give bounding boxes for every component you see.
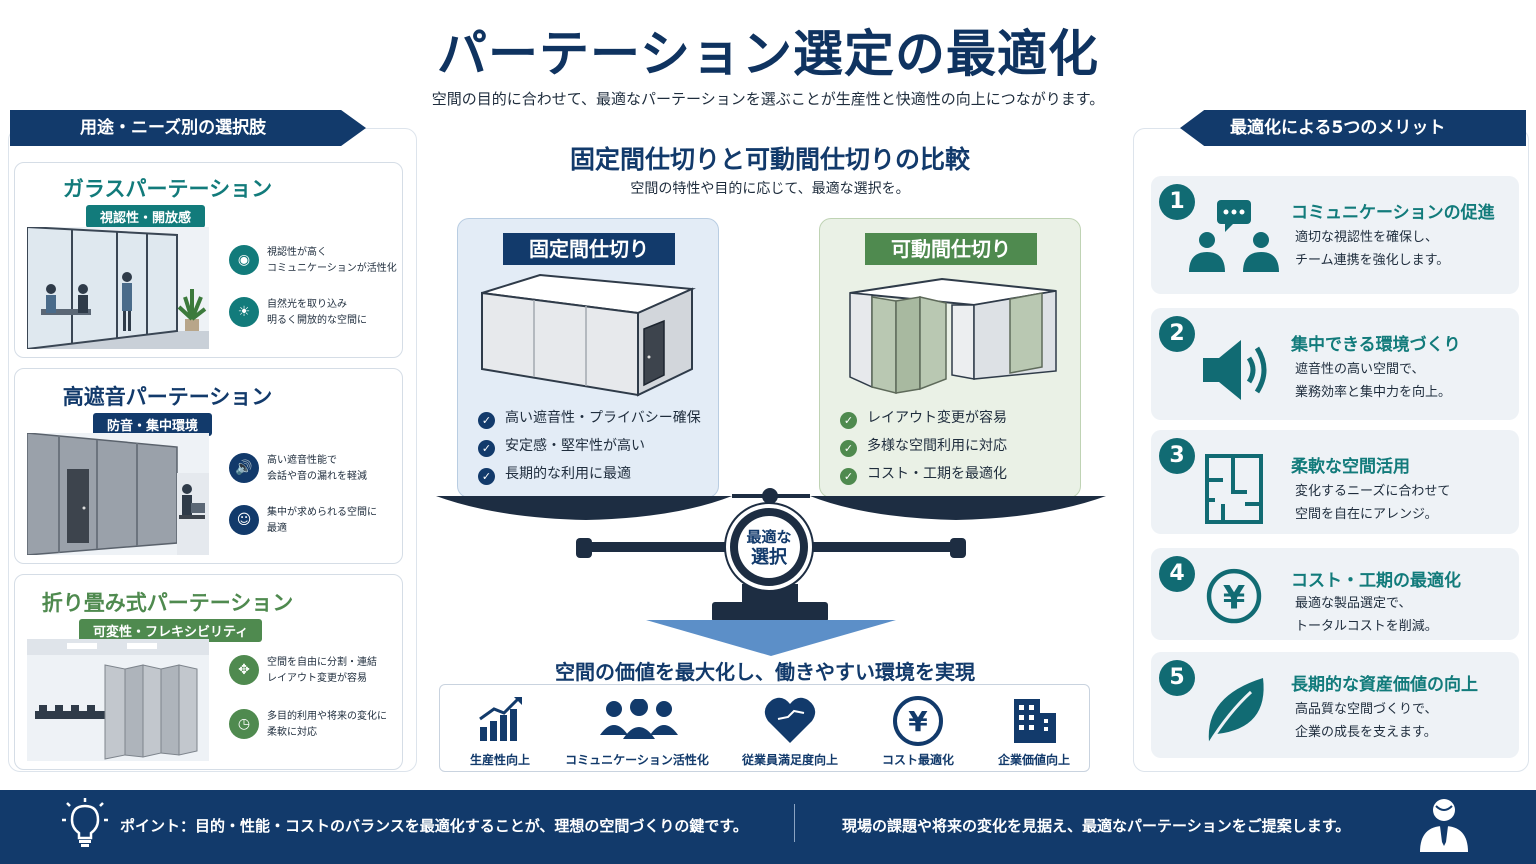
merit-title: 柔軟な空間活用 xyxy=(1291,457,1410,477)
heart-icon xyxy=(764,697,816,743)
card-title: ガラスパーテーション xyxy=(62,177,273,201)
merit-description: 遮音性の高い空間で、 業務効率と集中力を向上。 xyxy=(1295,362,1452,400)
chat-people-icon xyxy=(1189,200,1279,272)
merit-card: 2 集中できる環境づくり 遮音性の高い空間で、 業務効率と集中力を向上。 xyxy=(1151,308,1519,420)
merit-number: 1 xyxy=(1159,184,1195,220)
feature-item: ☺ 集中が求められる空間に 最適 xyxy=(229,505,399,537)
merit-card: 4 ¥ コスト・工期の最適化 最適な製品選定で、 トータルコストを削減。 xyxy=(1151,548,1519,640)
clock-icon: ◷ xyxy=(229,709,259,739)
movable-room-illustration xyxy=(849,277,1057,394)
card-tag: 視認性・開放感 xyxy=(86,205,206,228)
value-title: 空間の価値を最大化し、働きやすい環境を実現 xyxy=(555,660,975,684)
eye-icon: ◉ xyxy=(229,245,259,275)
card-tag: 可変性・フレキシビリティ xyxy=(79,619,263,642)
check-icon: ✓ xyxy=(840,412,857,429)
comparison-title: 固定間仕切りと可動間仕切りの比較 xyxy=(569,145,970,174)
floorplan-icon xyxy=(1205,454,1263,524)
feature-item: ☀ 自然光を取り込み 明るく開放的な空間に xyxy=(229,297,399,329)
footer-divider xyxy=(794,804,795,842)
check-item: ✓コスト・工期を最適化 xyxy=(840,463,1007,485)
feature-item: ◉ 視認性が高く コミュニケーションが活性化 xyxy=(229,245,399,277)
sun-icon: ☀ xyxy=(229,297,259,327)
merit-title: 集中できる環境づくり xyxy=(1291,335,1461,355)
fixed-partition-box: 固定間仕切り ✓高い遮音性・プライバシー確保 ✓安定感・堅牢性が高い ✓長期的な… xyxy=(457,218,719,498)
speaker-icon: 🔊 xyxy=(229,453,259,483)
fixed-room-illustration xyxy=(481,273,696,397)
footer-proposal-text: 現場の課題や将来の変化を見据え、最適なパーテーションをご提案します。 xyxy=(842,817,1351,835)
merit-number: 2 xyxy=(1159,316,1195,352)
merit-card: 5 長期的な資産価値の向上 高品質な空間づくりで、 企業の成長を支えます。 xyxy=(1151,652,1519,758)
soundproof-wall-illustration xyxy=(27,433,209,555)
check-icon: ✓ xyxy=(840,440,857,457)
lightbulb-icon xyxy=(62,798,108,847)
feature-item: ◷ 多目的利用や将来の変化に 柔軟に対応 xyxy=(229,709,399,741)
svg-text:¥: ¥ xyxy=(1223,579,1245,617)
move-arrows-icon: ✥ xyxy=(229,655,259,685)
feature-item: 🔊 高い遮音性能で 会話や音の漏れを軽減 xyxy=(229,453,399,485)
merit-title: 長期的な資産価値の向上 xyxy=(1291,675,1478,695)
fixed-heading: 固定間仕切り xyxy=(503,233,675,265)
folding-partition-illustration xyxy=(27,639,209,761)
feature-item: ✥ 空間を自由に分割・連結 レイアウト変更が容易 xyxy=(229,655,399,687)
merit-description: 適切な視認性を確保し、 チーム連携を強化します。 xyxy=(1295,230,1450,268)
soundproof-partition-card: 高遮音パーテーション 防音・集中環境 🔊 高い遮音性能で 会話や音の漏れを軽減 … xyxy=(14,368,403,564)
merit-card: 1 コミュニケーションの促進 適切な視認性を確保し、 チーム連携を強化します。 xyxy=(1151,176,1519,294)
people-icon xyxy=(600,699,678,739)
growth-chart-icon xyxy=(479,697,522,741)
building-icon xyxy=(1014,699,1056,743)
merit-title: コミュニケーションの促進 xyxy=(1291,203,1495,223)
page-title: パーテーション選定の最適化 xyxy=(437,25,1099,83)
movable-heading: 可動間仕切り xyxy=(865,233,1037,265)
folding-partition-card: 折り畳み式パーテーション 可変性・フレキシビリティ ✥ 空間を自由に分割・連結 … xyxy=(14,574,403,770)
right-section-heading: 最適化による5つのメリット xyxy=(1180,110,1526,146)
value-item: ¥ コスト最適化 xyxy=(868,685,968,773)
comparison-subtitle: 空間の特性や目的に応じて、最適な選択を。 xyxy=(630,181,910,197)
merit-number: 3 xyxy=(1159,438,1195,474)
card-tag: 防音・集中環境 xyxy=(93,413,213,436)
glass-office-illustration xyxy=(27,227,209,349)
check-item: ✓高い遮音性・プライバシー確保 xyxy=(478,407,701,429)
check-item: ✓多様な空間利用に対応 xyxy=(840,435,1007,457)
card-title: 高遮音パーテーション xyxy=(62,385,273,409)
check-icon: ✓ xyxy=(478,412,495,429)
check-item: ✓長期的な利用に最適 xyxy=(478,463,631,485)
leaf-icon xyxy=(1207,678,1264,745)
value-item: コミュニケーション活性化 xyxy=(562,685,712,773)
consultant-icon xyxy=(1420,799,1468,852)
check-item: ✓レイアウト変更が容易 xyxy=(840,407,1007,429)
check-item: ✓安定感・堅牢性が高い xyxy=(478,435,645,457)
merit-title: コスト・工期の最適化 xyxy=(1291,571,1461,591)
person-focus-icon: ☺ xyxy=(229,505,259,535)
speaker-icon xyxy=(1203,340,1267,400)
check-icon: ✓ xyxy=(478,468,495,485)
value-icons-box: 生産性向上 コミュニケーション活性化 従業員満足度向上 ¥ コスト最適化 xyxy=(439,684,1090,772)
merit-number: 4 xyxy=(1159,556,1195,592)
check-icon: ✓ xyxy=(478,440,495,457)
footer-point-text: ポイント：目的・性能・コストのバランスを最適化することが、理想の空間づくりの鍵で… xyxy=(120,817,748,835)
scale-center-label: 最適な 選択 xyxy=(738,516,800,578)
merit-description: 変化するニーズに合わせて 空間を自在にアレンジ。 xyxy=(1295,484,1451,522)
value-item: 従業員満足度向上 xyxy=(730,685,850,773)
merit-description: 最適な製品選定で、 トータルコストを削減。 xyxy=(1295,596,1438,634)
yen-icon: ¥ xyxy=(1206,568,1262,624)
movable-partition-box: 可動間仕切り ✓レイアウト変更が容易 ✓多様な空間利用に対応 ✓コスト・工期を最… xyxy=(819,218,1081,498)
glass-partition-card: ガラスパーテーション 視認性・開放感 ◉ 視認性が高く コミュニケーションが活性… xyxy=(14,162,403,358)
left-section-heading: 用途・ニーズ別の選択肢 xyxy=(10,110,366,146)
value-item: 生産性向上 xyxy=(454,685,546,773)
merit-description: 高品質な空間づくりで、 企業の成長を支えます。 xyxy=(1295,702,1438,740)
yen-icon: ¥ xyxy=(893,696,943,746)
check-icon: ✓ xyxy=(840,468,857,485)
footer-bar xyxy=(0,790,1536,864)
svg-text:¥: ¥ xyxy=(908,705,928,738)
page-subtitle: 空間の目的に合わせて、最適なパーテーションを選ぶことが生産性と快適性の向上につな… xyxy=(431,90,1105,108)
value-item: 企業価値向上 xyxy=(984,685,1084,773)
merit-card: 3 柔軟な空間活用 変化するニーズに合わせて 空間を自在にアレンジ。 xyxy=(1151,430,1519,534)
card-title: 折り畳み式パーテーション xyxy=(41,591,294,615)
merit-number: 5 xyxy=(1159,660,1195,696)
